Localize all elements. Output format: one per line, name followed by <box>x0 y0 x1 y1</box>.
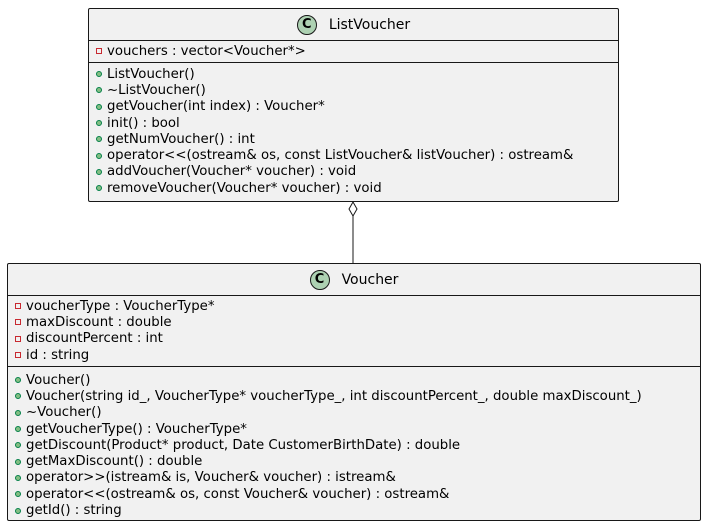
public-icon <box>96 152 102 159</box>
method-text: getNumVoucher() : int <box>107 131 255 147</box>
method-row: Voucher(string id_, VoucherType* voucher… <box>8 388 700 404</box>
listvoucher-attributes: vouchers : vector<Voucher*> <box>89 41 618 63</box>
attribute-text: discountPercent : int <box>26 331 163 347</box>
method-row: operator<<(ostream& os, const ListVouche… <box>89 147 618 163</box>
method-text: ListVoucher() <box>107 66 195 82</box>
method-text: Voucher(string id_, VoucherType* voucher… <box>26 388 642 404</box>
method-row: operator<<(ostream& os, const Voucher& v… <box>8 486 700 502</box>
method-row: addVoucher(Voucher* voucher) : void <box>89 164 618 180</box>
public-icon <box>15 393 21 400</box>
public-icon <box>15 426 21 433</box>
method-text: ~Voucher() <box>26 405 102 421</box>
method-text: removeVoucher(Voucher* voucher) : void <box>107 180 382 196</box>
attribute-text: maxDiscount : double <box>26 314 172 330</box>
attribute-text: vouchers : vector<Voucher*> <box>107 43 306 59</box>
method-row: removeVoucher(Voucher* voucher) : void <box>89 180 618 196</box>
voucher-methods: Voucher() Voucher(string id_, VoucherTyp… <box>8 367 700 519</box>
public-icon <box>15 458 21 465</box>
public-icon <box>96 120 102 127</box>
method-row: getNumVoucher() : int <box>89 131 618 147</box>
class-voucher[interactable]: C Voucher voucherType : VoucherType* max… <box>7 263 701 521</box>
class-listvoucher-header: C ListVoucher <box>89 9 618 41</box>
public-icon <box>96 185 102 192</box>
class-listvoucher[interactable]: C ListVoucher vouchers : vector<Voucher*… <box>88 8 619 202</box>
class-icon: C <box>296 14 317 35</box>
public-icon <box>96 168 102 175</box>
public-icon <box>96 103 102 110</box>
class-voucher-header: C Voucher <box>8 264 700 296</box>
method-text: operator>>(istream& is, Voucher& voucher… <box>26 470 396 486</box>
private-icon <box>15 335 21 342</box>
method-row: Voucher() <box>8 372 700 388</box>
method-row: getVoucherType() : VoucherType* <box>8 421 700 437</box>
method-row: operator>>(istream& is, Voucher& voucher… <box>8 470 700 486</box>
method-row: init() : bool <box>89 115 618 131</box>
voucher-attributes: voucherType : VoucherType* maxDiscount :… <box>8 296 700 367</box>
method-text: getId() : string <box>26 503 122 519</box>
private-icon <box>96 48 102 55</box>
method-row: getId() : string <box>8 502 700 518</box>
method-text: init() : bool <box>107 115 180 131</box>
public-icon <box>96 71 102 78</box>
aggregation-diamond <box>348 200 358 218</box>
method-text: getVoucherType() : VoucherType* <box>26 421 247 437</box>
listvoucher-methods: ListVoucher() ~ListVoucher() getVoucher(… <box>89 63 618 196</box>
attribute-text: id : string <box>26 347 90 363</box>
method-text: getDiscount(Product* product, Date Custo… <box>26 437 461 453</box>
private-icon <box>15 352 21 359</box>
method-text: getMaxDiscount() : double <box>26 454 203 470</box>
method-row: getDiscount(Product* product, Date Custo… <box>8 437 700 453</box>
attribute-row: voucherType : VoucherType* <box>8 298 700 314</box>
method-text: operator<<(ostream& os, const ListVouche… <box>107 148 574 164</box>
private-icon <box>15 303 21 310</box>
method-text: operator<<(ostream& os, const Voucher& v… <box>26 486 450 502</box>
attribute-row: discountPercent : int <box>8 331 700 347</box>
method-row: ListVoucher() <box>89 66 618 82</box>
method-row: ~Voucher() <box>8 405 700 421</box>
class-listvoucher-name: ListVoucher <box>328 16 411 33</box>
method-row: ~ListVoucher() <box>89 82 618 98</box>
attribute-text: voucherType : VoucherType* <box>26 298 215 314</box>
public-icon <box>96 87 102 94</box>
class-icon: C <box>309 269 330 290</box>
public-icon <box>15 377 21 384</box>
public-icon <box>15 442 21 449</box>
class-voucher-name: Voucher <box>341 271 399 288</box>
private-icon <box>15 319 21 326</box>
public-icon <box>96 136 102 143</box>
public-icon <box>15 491 21 498</box>
attribute-row: id : string <box>8 347 700 363</box>
public-icon <box>15 474 21 481</box>
method-text: Voucher() <box>26 372 91 388</box>
public-icon <box>15 409 21 416</box>
attribute-row: vouchers : vector<Voucher*> <box>89 43 618 59</box>
method-row: getVoucher(int index) : Voucher* <box>89 99 618 115</box>
public-icon <box>15 507 21 514</box>
method-row: getMaxDiscount() : double <box>8 453 700 469</box>
method-text: ~ListVoucher() <box>107 82 206 98</box>
method-text: addVoucher(Voucher* voucher) : void <box>107 164 357 180</box>
method-text: getVoucher(int index) : Voucher* <box>107 99 325 115</box>
attribute-row: maxDiscount : double <box>8 314 700 330</box>
